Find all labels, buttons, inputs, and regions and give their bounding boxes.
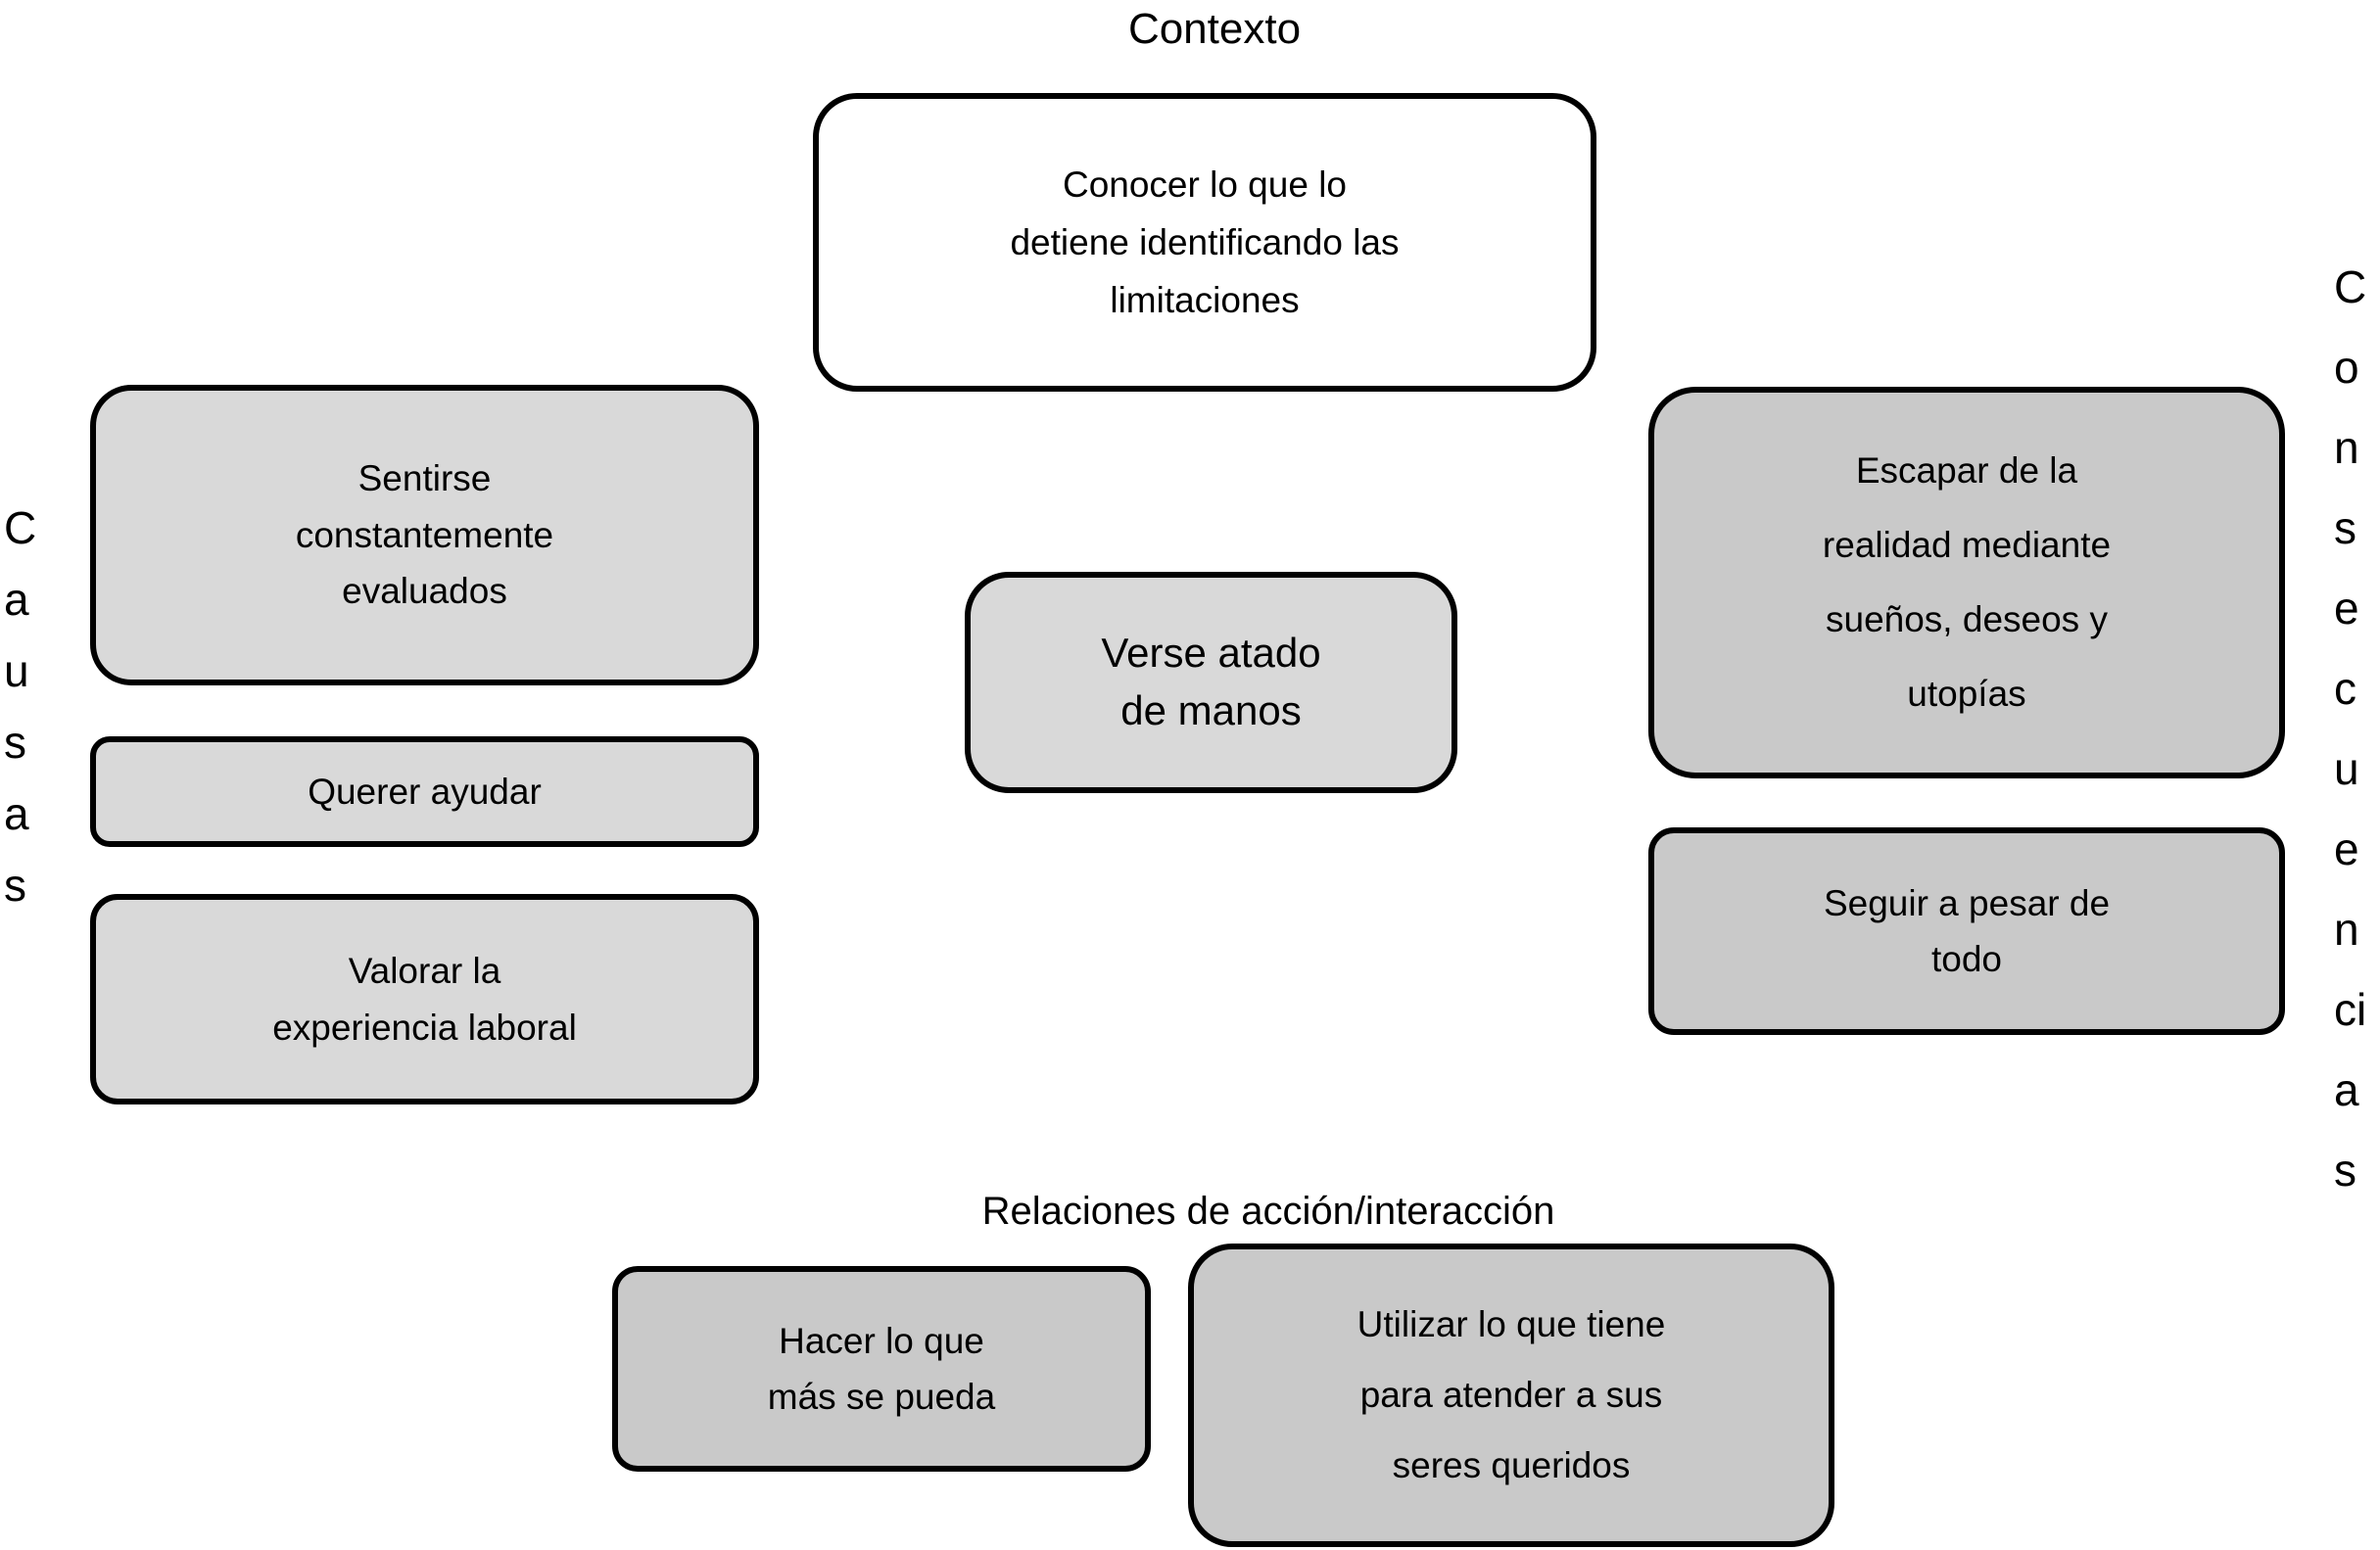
context-box: Conocer lo que lo detiene identificando … [813, 93, 1596, 392]
cause-box-querer-ayudar: Querer ayudar [90, 736, 759, 847]
consequence-box-seguir: Seguir a pesar de todo [1648, 827, 2285, 1035]
context-section-title: Contexto [1127, 5, 1302, 53]
action-box-utilizar: Utilizar lo que tiene para atender a sus… [1188, 1244, 1834, 1547]
consequence-box-escapar: Escapar de la realidad mediante sueños, … [1648, 387, 2285, 778]
central-box-verse-atado: Verse atado de manos [965, 572, 1457, 793]
cause-box-valorar: Valorar la experiencia laboral [90, 894, 759, 1104]
causas-vertical-label: C a u s a s [4, 502, 37, 911]
consecuencias-vertical-label: C o n s e c u e n ci a s [2334, 261, 2367, 1196]
cause-box-sentirse: Sentirse constantemente evaluados [90, 385, 759, 685]
action-box-hacer: Hacer lo que más se pueda [612, 1266, 1151, 1472]
relations-section-title: Relaciones de acción/interacción [981, 1190, 1555, 1233]
